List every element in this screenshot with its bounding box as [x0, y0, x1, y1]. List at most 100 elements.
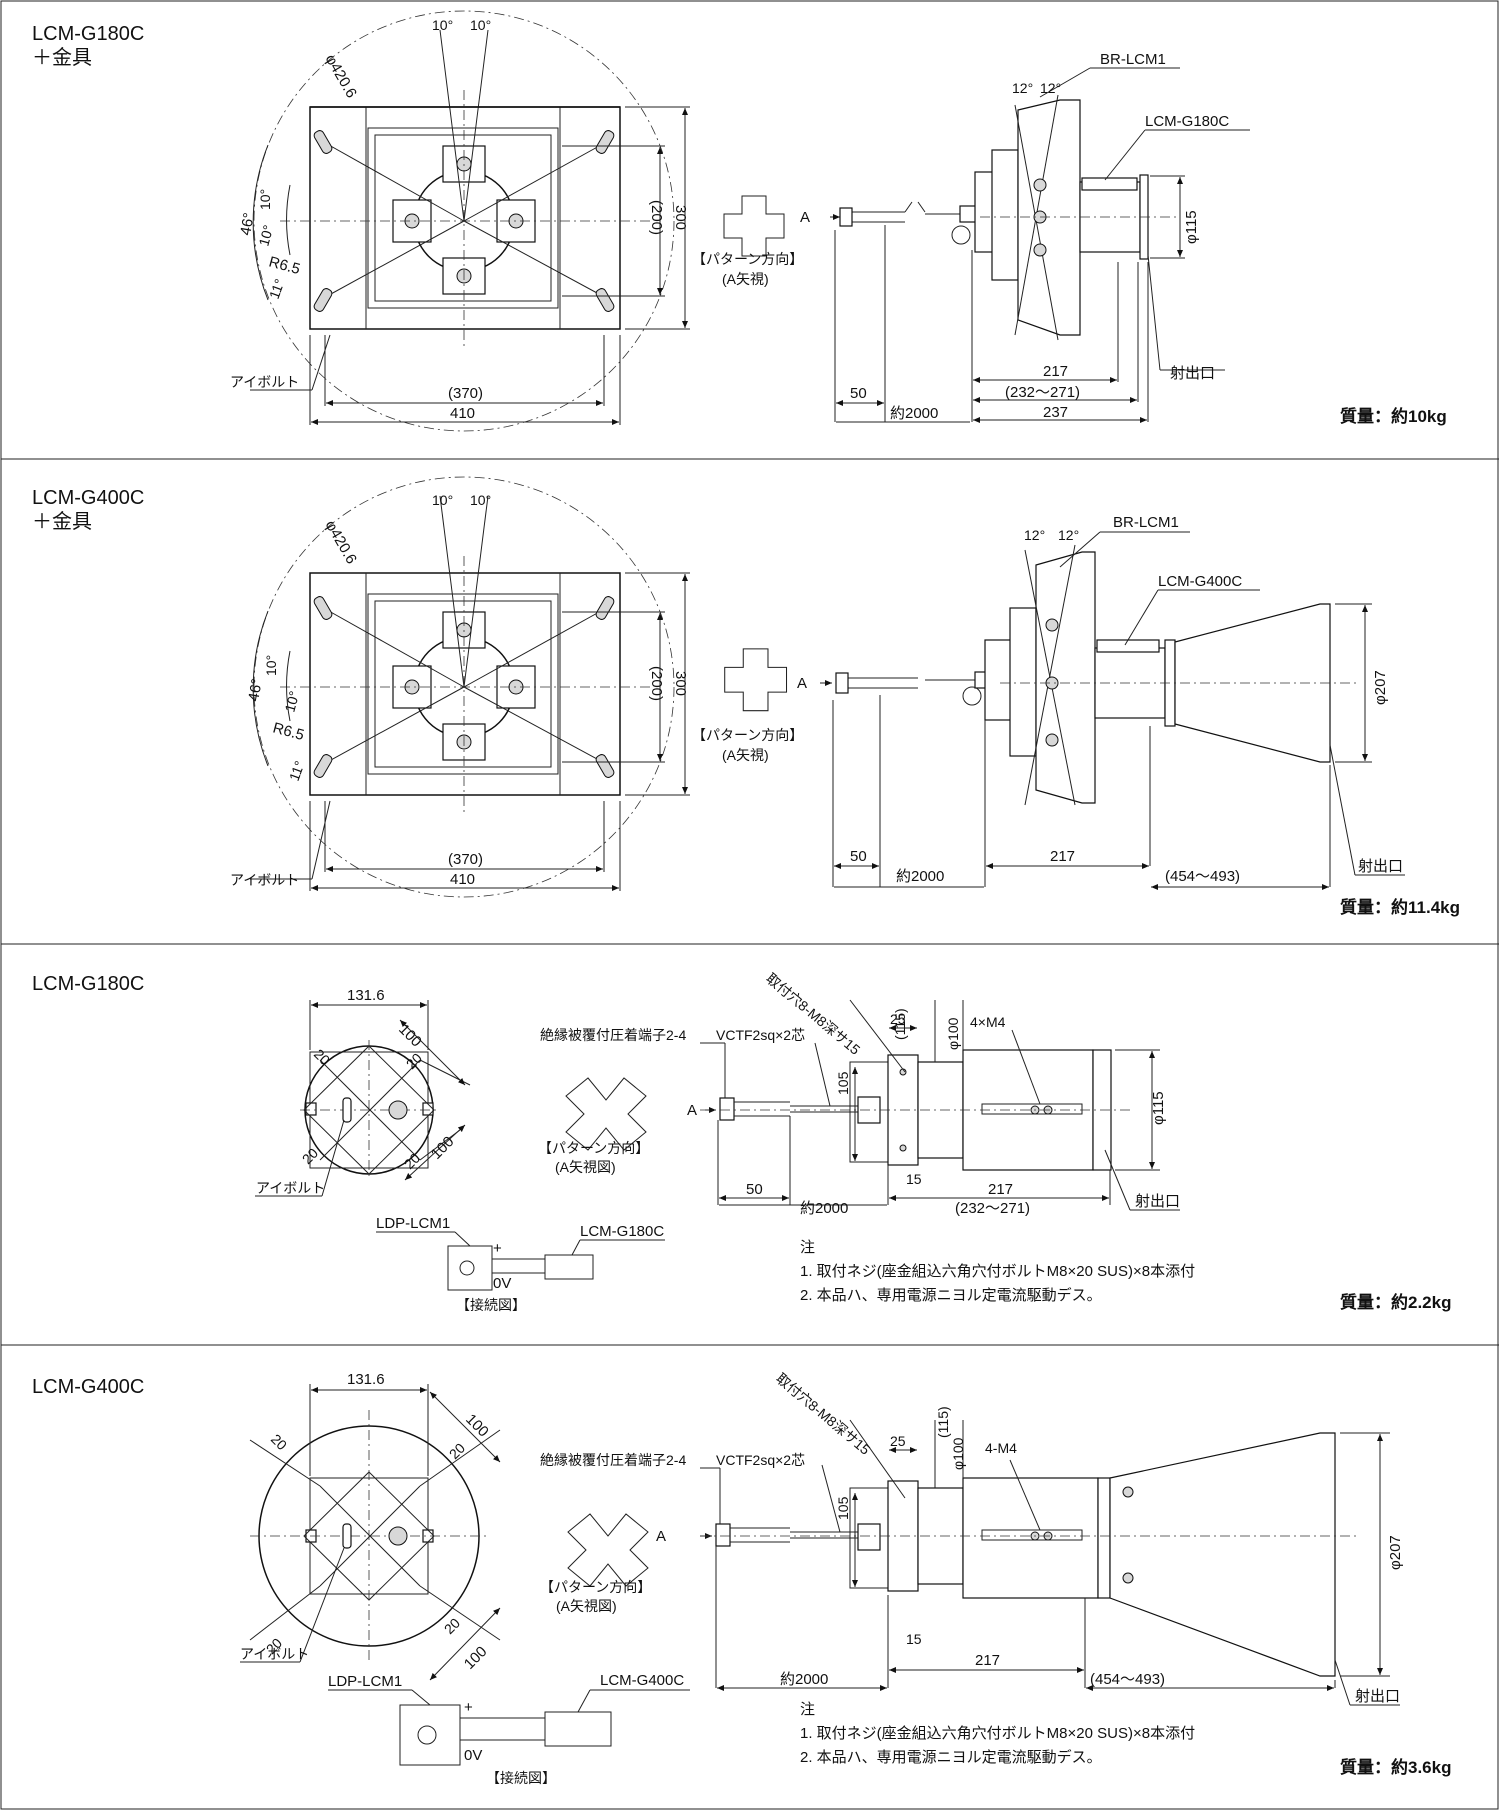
p3-wiring-plus: + — [493, 1240, 502, 1257]
p4-front-dim-100a: 100 — [462, 1411, 492, 1441]
p2-front-dim-r65: R6.5 — [271, 719, 306, 744]
p4-note-2: 2. 本品ハ、専用電源ニヨル定電流駆動デス。 — [800, 1748, 1102, 1766]
p2-side-dim-2000: 約2000 — [896, 868, 944, 885]
p3-side-terminal: 絶縁被覆付圧着端子2-4 — [540, 1027, 686, 1043]
panel3-weight: 質量：約2.2kg — [1340, 1293, 1452, 1312]
p4-side-dim-15: 15 — [906, 1631, 922, 1647]
p1-front-dim-10a: 10° — [432, 17, 453, 33]
p4-note-heading: 注 — [800, 1701, 815, 1718]
panel3-pattern-x — [565, 1077, 647, 1151]
p3-wiring-caption: 【接続図】 — [456, 1297, 526, 1313]
p1-side-dim-217: 217 — [1043, 363, 1068, 380]
p1-side-model: LCM-G180C — [1145, 113, 1229, 130]
panel4-wiring-diagram — [328, 1689, 690, 1766]
panel3-title: LCM-G180C — [32, 973, 145, 995]
p3-eyebolt-label: アイボルト — [256, 1180, 325, 1196]
p2-side-model: LCM-G400C — [1158, 573, 1242, 590]
p4-pattern-line2: (A矢視図) — [556, 1598, 617, 1614]
p1-side-bracket: BR-LCM1 — [1100, 51, 1166, 68]
panel4-title: LCM-G400C — [32, 1376, 145, 1398]
p1-front-dim-10d: 10° — [255, 223, 276, 248]
p1-side-dim-50: 50 — [850, 385, 867, 402]
p3-note-2: 2. 本品ハ、専用電源ニヨル定電流駆動デス。 — [800, 1286, 1102, 1304]
p4-side-dim-115: (115) — [935, 1406, 951, 1438]
p3-side-screw: 4×M4 — [970, 1014, 1006, 1030]
p1-front-dim-300: 300 — [672, 205, 689, 230]
p3-side-dim-range: (232〜271) — [955, 1200, 1030, 1217]
p2-front-dim-370: (370) — [448, 851, 483, 868]
p1-front-dim-dia: φ420.6 — [322, 52, 360, 101]
p4-front-dim-100b: 100 — [461, 1643, 491, 1673]
p3-side-dim-2000: 約2000 — [800, 1200, 848, 1217]
panel3-wiring-diagram — [376, 1231, 665, 1291]
p4-wiring-ldp: LDP-LCM1 — [328, 1673, 402, 1690]
p2-front-dim-10b: 10° — [470, 492, 491, 508]
p3-note-1: 1. 取付ネジ(座金組込六角穴付ボルトM8×20 SUS)×8本添付 — [800, 1263, 1195, 1280]
p3-front-dim-100b: 100 — [428, 1133, 458, 1163]
p3-side-dim-25: 25 — [890, 1011, 906, 1027]
p4-front-dim-20d: 20 — [441, 1615, 463, 1637]
p2-pattern-line2: (A矢視) — [722, 747, 769, 763]
p1-pattern-line2: (A矢視) — [722, 271, 769, 287]
p1-side-dim-range: (232〜271) — [1005, 384, 1080, 401]
p3-side-dim-115: (115) — [892, 1008, 908, 1040]
p3-side-dim-105: 105 — [835, 1071, 851, 1095]
p4-side-dim-range: (454〜493) — [1090, 1671, 1165, 1688]
p4-wiring-model: LCM-G400C — [600, 1672, 684, 1689]
p1-front-dim-410: 410 — [450, 405, 475, 422]
p1-front-dim-r65: R6.5 — [267, 253, 302, 278]
panel2-pattern-plus — [724, 648, 788, 712]
p4-side-dia: φ207 — [1387, 1535, 1404, 1570]
panel1-title: LCM-G180C ＋金具 — [32, 23, 145, 69]
p2-front-dim-10d: 10° — [281, 689, 302, 714]
p2-front-dim-10c: 10° — [263, 655, 279, 676]
panel4-pattern-x — [567, 1513, 649, 1587]
p4-side-dim-25: 25 — [890, 1433, 906, 1449]
p3-side-hole: 取付穴8-M8深サ15 — [763, 970, 863, 1058]
p4-front-dim-20a: 20 — [268, 1431, 290, 1453]
p2-side-exit: 射出口 — [1358, 858, 1403, 875]
p2-side-dim-range: (454〜493) — [1165, 868, 1240, 885]
p2-side-arrow-a: A — [797, 675, 807, 692]
p2-front-dim-410: 410 — [450, 871, 475, 888]
p2-side-bracket: BR-LCM1 — [1113, 514, 1179, 531]
p2-side-dia: φ207 — [1372, 670, 1389, 705]
p2-pattern-line1: 【パターン方向】 — [692, 727, 803, 743]
p2-front-dim-10a: 10° — [432, 492, 453, 508]
p3-side-cable: VCTF2sq×2芯 — [716, 1027, 805, 1043]
panel2-title: LCM-G400C ＋金具 — [32, 487, 145, 533]
p2-side-dim-217: 217 — [1050, 848, 1075, 865]
panel4-front-view — [240, 1384, 501, 1681]
p1-front-dim-200: (200) — [648, 200, 665, 235]
panel4-weight: 質量：約3.6kg — [1340, 1758, 1452, 1777]
p1-pattern-line1: 【パターン方向】 — [692, 251, 803, 267]
p4-wiring-plus: + — [464, 1699, 473, 1716]
p3-front-dim-20a: 20 — [311, 1046, 333, 1068]
p4-front-dim-20b: 20 — [446, 1440, 468, 1462]
p1-side-arrow-a: A — [800, 209, 810, 226]
p3-wiring-0v: 0V — [493, 1275, 511, 1292]
p4-wiring-caption: 【接続図】 — [486, 1770, 556, 1786]
panel3-side-view — [700, 999, 1180, 1211]
panel1-front-view — [250, 10, 690, 432]
p4-side-arrow-a: A — [656, 1528, 666, 1545]
p4-side-terminal: 絶縁被覆付圧着端子2-4 — [540, 1452, 686, 1468]
panel1-side-view — [830, 67, 1250, 423]
p3-front-dim-20b: 20 — [403, 1050, 425, 1072]
p2-front-dim-200: (200) — [648, 666, 665, 701]
p2-side-angle-a: 12° — [1024, 527, 1045, 543]
p1-front-dim-46: 46° — [237, 211, 258, 236]
p3-front-dim-20d: 20 — [401, 1150, 423, 1172]
p1-side-angle-a: 12° — [1012, 80, 1033, 96]
p4-side-dim-2000: 約2000 — [780, 1671, 828, 1688]
p1-side-angle-b: 12° — [1040, 80, 1061, 96]
p4-side-dim-dia100: φ100 — [950, 1437, 966, 1470]
p4-eyebolt-label: アイボルト — [240, 1646, 309, 1662]
p3-front-dim-100a: 100 — [395, 1021, 425, 1051]
p1-front-dim-10c: 10° — [257, 189, 273, 210]
p3-pattern-line1: 【パターン方向】 — [538, 1140, 649, 1156]
p2-front-dim-11: 11° — [286, 759, 308, 783]
